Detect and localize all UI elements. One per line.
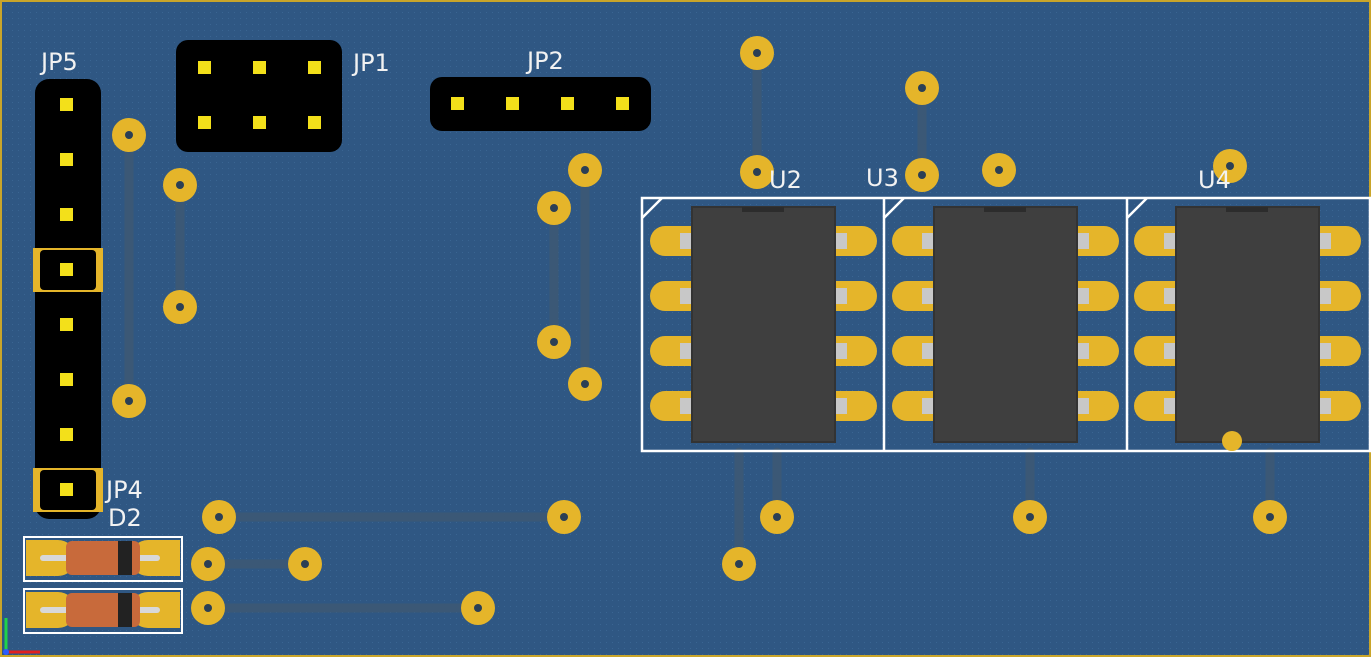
header-pin (60, 153, 73, 166)
jp2-header[interactable] (430, 77, 651, 131)
via (191, 547, 225, 581)
via (112, 118, 146, 152)
via (461, 591, 495, 625)
via (760, 500, 794, 534)
via (547, 500, 581, 534)
via (112, 384, 146, 418)
header-pin (60, 428, 73, 441)
header-pin (198, 116, 211, 129)
via (288, 547, 322, 581)
jp2-label: JP2 (525, 47, 564, 75)
ic-u2[interactable] (650, 206, 877, 443)
header-pin (60, 98, 73, 111)
header-pin (60, 373, 73, 386)
header-pin (451, 97, 464, 110)
header-pin (561, 97, 574, 110)
via (740, 36, 774, 70)
header-pin (253, 116, 266, 129)
d2-label: D2 (108, 504, 142, 532)
via (982, 153, 1016, 187)
header-pin (60, 263, 73, 276)
jp1-label: JP1 (351, 49, 390, 77)
u3-label: U3 (866, 164, 899, 192)
header-pin (60, 318, 73, 331)
via (163, 290, 197, 324)
axis-gizmo-icon (3, 618, 40, 655)
jp4-label: JP4 (104, 476, 143, 504)
via (163, 168, 197, 202)
jp5-header[interactable] (33, 79, 103, 519)
via (568, 367, 602, 401)
header-pin (308, 61, 321, 74)
vias (112, 36, 1287, 625)
diode-d2[interactable] (23, 536, 183, 582)
via (202, 500, 236, 534)
header-pin (60, 483, 73, 496)
ic-outlines (640, 196, 1371, 453)
header-pin (506, 97, 519, 110)
via (1013, 500, 1047, 534)
jp1-header[interactable] (176, 40, 342, 152)
via (905, 158, 939, 192)
via (568, 153, 602, 187)
via (537, 325, 571, 359)
ic-u4[interactable] (1134, 206, 1361, 451)
diode[interactable] (23, 588, 183, 634)
header-pin (253, 61, 266, 74)
via (537, 191, 571, 225)
jp5-label: JP5 (39, 48, 78, 76)
via (1253, 500, 1287, 534)
header-pin (198, 61, 211, 74)
via (905, 71, 939, 105)
header-pin (308, 116, 321, 129)
via (740, 155, 774, 189)
via (722, 547, 756, 581)
ic-u3[interactable] (892, 206, 1119, 443)
u2-label: U2 (769, 166, 802, 194)
header-pin (60, 208, 73, 221)
via (191, 591, 225, 625)
via (1213, 149, 1247, 183)
u4-label: U4 (1198, 166, 1231, 194)
header-pin (616, 97, 629, 110)
